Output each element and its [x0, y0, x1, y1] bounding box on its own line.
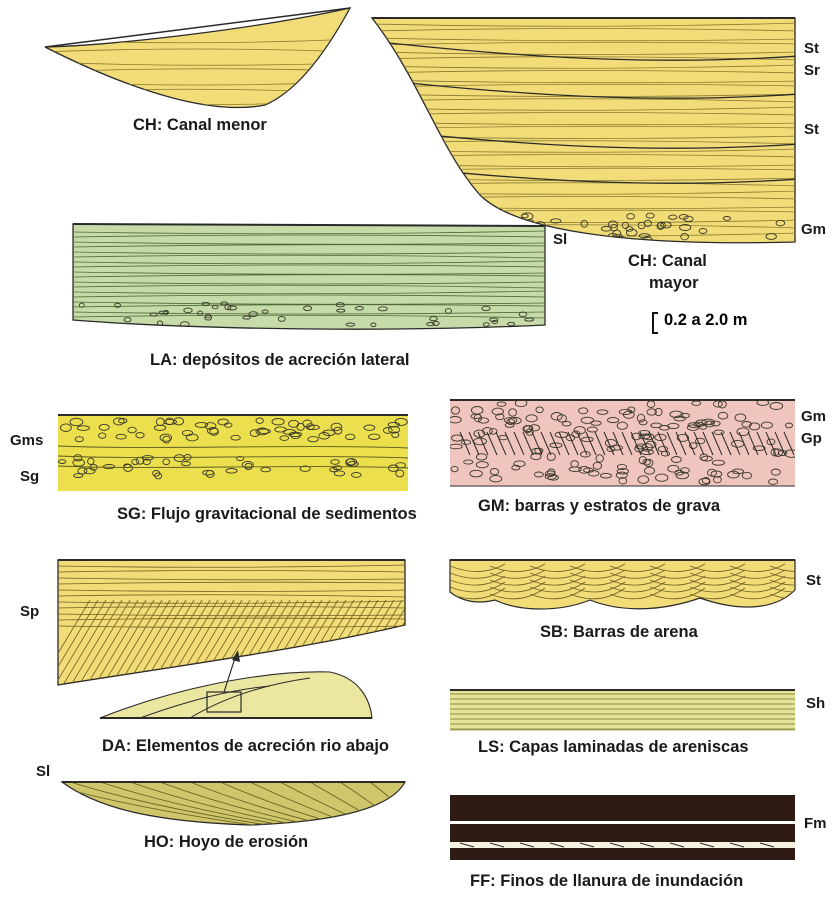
- code-sg-sg: Sg: [20, 468, 39, 485]
- code-gm-gp: Gp: [801, 430, 822, 447]
- code-la-sl: Sl: [553, 231, 567, 248]
- ch-menor-drawing: [40, 8, 355, 108]
- code-ch-mayor-gm: Gm: [801, 221, 826, 238]
- sg-drawing: [58, 415, 408, 491]
- code-ch-mayor-st-mid: St: [804, 121, 819, 138]
- caption-ls: LS: Capas laminadas de areniscas: [478, 738, 749, 757]
- scale-text: 0.2 a 2.0 m: [664, 311, 747, 330]
- code-gm-gm: Gm: [801, 408, 826, 425]
- code-ho-sl: Sl: [36, 763, 50, 780]
- code-da-sp: Sp: [20, 603, 39, 620]
- caption-da: DA: Elementos de acreción rio abajo: [102, 737, 389, 756]
- caption-gm: GM: barras y estratos de grava: [478, 497, 720, 516]
- caption-ch-mayor-line2: mayor: [649, 274, 699, 293]
- gm-drawing: [449, 400, 798, 486]
- code-sb-st: St: [806, 572, 821, 589]
- scale-bracket-icon: [652, 312, 658, 334]
- ch-mayor-drawing: [372, 18, 800, 243]
- ho-drawing: [40, 782, 414, 826]
- caption-ch-menor: CH: Canal menor: [133, 116, 267, 135]
- code-ch-mayor-st-top: St: [804, 40, 819, 57]
- caption-la: LA: depósitos de acreción lateral: [150, 351, 410, 370]
- da-drawing: [30, 560, 474, 718]
- caption-ho: HO: Hoyo de erosión: [144, 833, 308, 852]
- ff-drawing: [450, 795, 795, 860]
- caption-sb: SB: Barras de arena: [540, 623, 698, 642]
- caption-ch-mayor-line1: CH: Canal: [628, 252, 707, 271]
- la-drawing: [73, 224, 545, 329]
- code-sg-gms: Gms: [10, 432, 43, 449]
- sb-drawing: [450, 560, 825, 609]
- code-ls-sh: Sh: [806, 695, 825, 712]
- caption-ff: FF: Finos de llanura de inundación: [470, 872, 743, 891]
- caption-sg: SG: Flujo gravitacional de sedimentos: [117, 505, 417, 524]
- code-ff-fm: Fm: [804, 815, 827, 832]
- ls-drawing: [450, 690, 795, 730]
- code-ch-mayor-sr: Sr: [804, 62, 820, 79]
